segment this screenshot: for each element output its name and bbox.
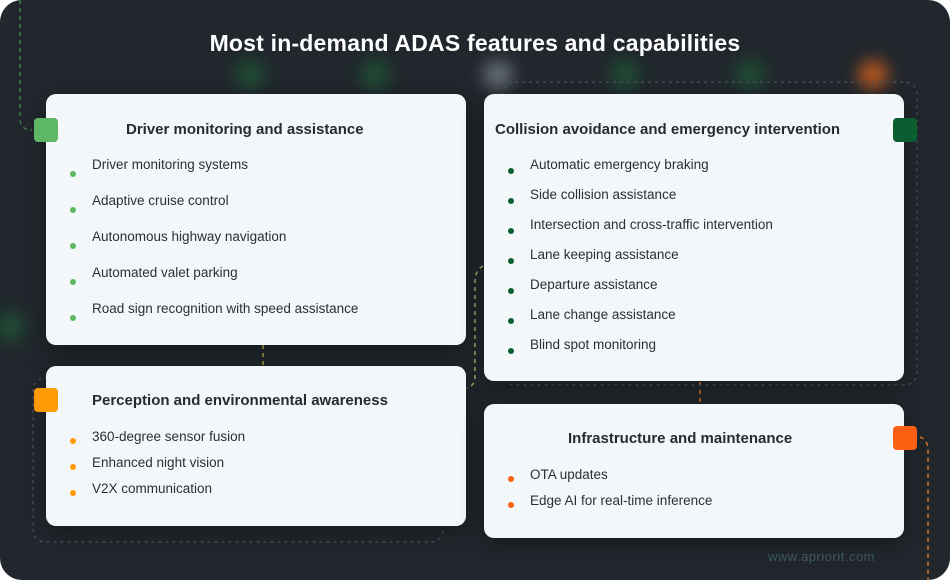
- card-collision-avoidance: Collision avoidance and emergency interv…: [484, 94, 904, 381]
- list-item: Intersection and cross-traffic intervent…: [508, 216, 773, 246]
- list-item: OTA updates: [508, 466, 712, 492]
- list-item: 360-degree sensor fusion: [70, 428, 245, 454]
- marker-amber: [34, 388, 58, 412]
- glow-decoration: [610, 60, 640, 90]
- card-heading: Collision avoidance and emergency interv…: [495, 121, 841, 138]
- list-item: Autonomous highway navigation: [70, 228, 358, 264]
- footer-url: www.apriorit.com: [768, 549, 875, 564]
- list-item: Driver monitoring systems: [70, 156, 358, 192]
- card-perception: Perception and environmental awareness 3…: [46, 366, 466, 526]
- card-heading: Infrastructure and maintenance: [568, 430, 793, 447]
- card-infrastructure: Infrastructure and maintenance OTA updat…: [484, 404, 904, 538]
- glow-decoration: [0, 312, 25, 342]
- glow-decoration: [235, 60, 265, 90]
- list-item: Departure assistance: [508, 276, 773, 306]
- list-item: Automatic emergency braking: [508, 156, 773, 186]
- list-item: Lane change assistance: [508, 306, 773, 336]
- list-item: Side collision assistance: [508, 186, 773, 216]
- list-item: Blind spot monitoring: [508, 336, 773, 366]
- feature-list: Automatic emergency braking Side collisi…: [508, 156, 773, 366]
- page-title: Most in-demand ADAS features and capabil…: [209, 30, 741, 56]
- list-item: Adaptive cruise control: [70, 192, 358, 228]
- feature-list: 360-degree sensor fusion Enhanced night …: [70, 428, 245, 506]
- marker-orange: [893, 426, 917, 450]
- list-item: Lane keeping assistance: [508, 246, 773, 276]
- list-item: Automated valet parking: [70, 264, 358, 300]
- glow-decoration: [735, 60, 765, 90]
- feature-list: Driver monitoring systems Adaptive cruis…: [70, 156, 358, 336]
- glow-decoration: [858, 60, 888, 90]
- card-heading: Driver monitoring and assistance: [126, 121, 364, 138]
- marker-dark-green: [893, 118, 917, 142]
- marker-light-green: [34, 118, 58, 142]
- glow-decoration: [483, 60, 513, 90]
- list-item: V2X communication: [70, 480, 245, 506]
- feature-list: OTA updates Edge AI for real-time infere…: [508, 466, 712, 518]
- list-item: Enhanced night vision: [70, 454, 245, 480]
- card-heading: Perception and environmental awareness: [92, 392, 388, 409]
- glow-decoration: [360, 60, 390, 90]
- list-item: Road sign recognition with speed assista…: [70, 300, 358, 336]
- list-item: Edge AI for real-time inference: [508, 492, 712, 518]
- card-driver-monitoring: Driver monitoring and assistance Driver …: [46, 94, 466, 345]
